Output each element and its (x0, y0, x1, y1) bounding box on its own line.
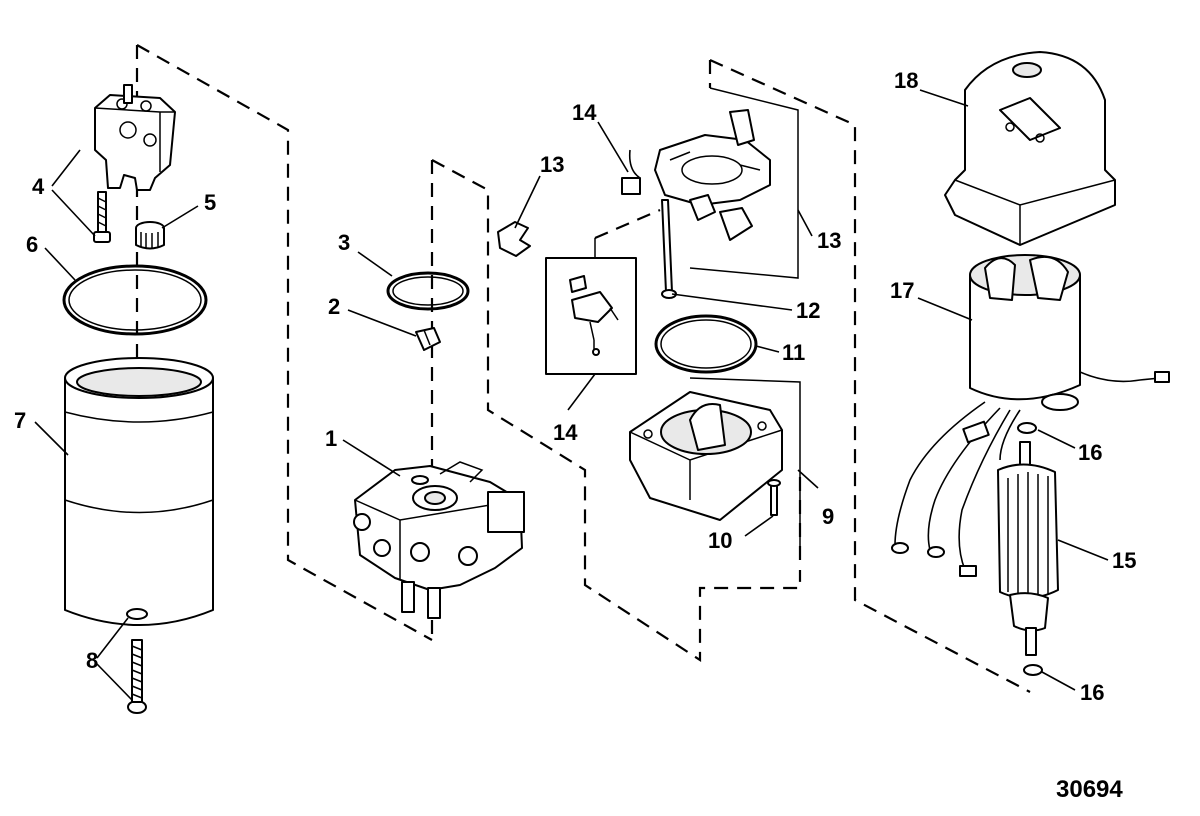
callout-14-bottom: 14 (553, 420, 578, 445)
callout-7: 7 (14, 408, 26, 433)
callout-13-right: 13 (817, 228, 841, 253)
part-reservoir-7 (64, 357, 214, 626)
part-terminal-14 (621, 149, 641, 195)
callout-labels: 4 5 6 7 8 3 2 1 13 14 13 12 11 14 9 10 1… (14, 68, 1136, 705)
part-fitting-2 (415, 327, 441, 351)
part-oring-3 (386, 271, 470, 311)
callout-5: 5 (204, 190, 216, 215)
callout-15: 15 (1112, 548, 1136, 573)
callout-13-left: 13 (540, 152, 564, 177)
callout-14-top: 14 (572, 100, 597, 125)
part-washer-16-lower (1023, 664, 1043, 676)
callout-12: 12 (796, 298, 820, 323)
part-valve-body (94, 84, 176, 191)
part-field-leads (891, 401, 1021, 577)
part-washer-16-upper (1017, 422, 1037, 434)
part-oring-6 (62, 264, 208, 336)
part-oring-11 (654, 314, 758, 374)
callout-11: 11 (782, 340, 805, 365)
leader-lines (34, 89, 1109, 701)
part-clip-13 (497, 221, 531, 257)
callout-6: 6 (26, 232, 38, 257)
callout-10: 10 (708, 528, 732, 553)
part-screw-10 (767, 479, 781, 516)
callout-4: 4 (32, 174, 45, 199)
callout-16-lower: 16 (1080, 680, 1104, 705)
callout-1: 1 (325, 426, 337, 451)
callout-17: 17 (890, 278, 914, 303)
bracket-9 (689, 377, 801, 560)
callout-8: 8 (86, 648, 98, 673)
callout-18: 18 (894, 68, 918, 93)
boundary-right (594, 58, 1031, 693)
bracket-13 (689, 87, 799, 279)
callout-16-upper: 16 (1078, 440, 1102, 465)
part-field-frame-17 (969, 254, 1170, 411)
part-armature-15 (997, 441, 1059, 656)
part-pump-manifold-1 (353, 461, 525, 619)
drawing-number: 30694 (1056, 776, 1123, 803)
part-end-housing-9 (629, 391, 783, 521)
part-oring-3-inner (392, 276, 464, 306)
part-oring-6-inner (68, 269, 202, 331)
part-screw-8 (126, 608, 148, 714)
part-long-screw-12 (661, 199, 677, 299)
callout-9: 9 (822, 504, 834, 529)
callout-3: 3 (338, 230, 350, 255)
part-brush-plate-13 (654, 109, 771, 241)
part-screw-4 (93, 191, 111, 243)
part-brush-detail-14 (545, 257, 637, 375)
part-bearing-5 (135, 221, 165, 250)
part-motor-cover-18 (944, 51, 1116, 246)
callout-2: 2 (328, 294, 340, 319)
part-oring-11-inner (660, 319, 752, 369)
